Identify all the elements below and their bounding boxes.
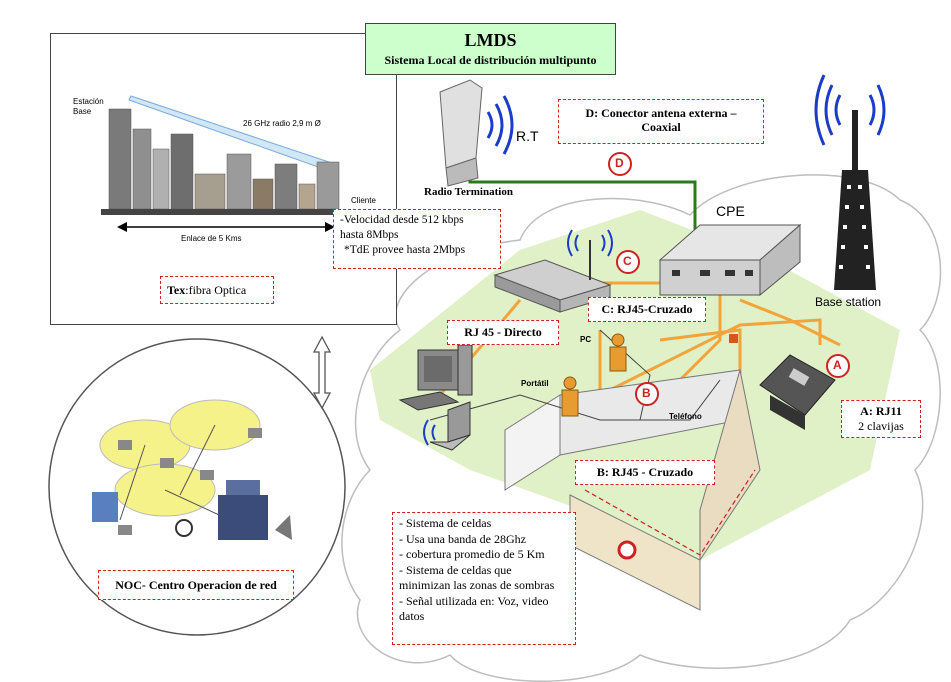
rj45-directo-box: RJ 45 - Directo <box>447 320 559 345</box>
radio-termination-icon <box>439 79 483 187</box>
station-label-2: Base <box>73 107 92 116</box>
person-figures-icon <box>561 333 627 417</box>
router-icon <box>493 240 612 313</box>
title-box: LMDS Sistema Local de distribución multi… <box>365 23 616 75</box>
feature-2: - Usa una banda de 28Ghz <box>399 531 526 546</box>
rj11-title: A: RJ11 <box>860 404 902 418</box>
features-box: - Sistema de celdas - Usa una banda de 2… <box>392 512 576 645</box>
feature-3: - cobertura promedio de 5 Km <box>399 547 545 561</box>
laptop-wifi-icon <box>423 419 436 446</box>
portatil-label: Portátil <box>521 379 549 388</box>
feature-1: - Sistema de celdas <box>399 516 492 530</box>
cpe-device-icon <box>658 223 802 297</box>
bidirectional-arrow-icon <box>312 335 332 410</box>
radio-termination-label: Radio Termination <box>424 186 513 198</box>
rj45-cruzado-c-box: C: RJ45-Cruzado <box>588 297 706 322</box>
title-sub: Sistema Local de distribución multipunto <box>384 53 597 67</box>
wifi-icon <box>567 229 613 257</box>
rt-signal-icon <box>486 95 514 155</box>
client-label: Cliente <box>351 196 376 205</box>
telefono-label: Teléfono <box>669 412 702 421</box>
marker-c: C <box>623 254 632 268</box>
link-label: Enlace de 5 Kms <box>181 234 242 243</box>
tex-label-rest: :fibra Optica <box>185 283 247 297</box>
wall-dashed-outline <box>584 469 756 556</box>
noc-network-illustration <box>92 399 292 540</box>
base-station-signal-icon <box>814 74 886 146</box>
speed-box: -Velocidad desde 512 kbps hasta 8Mbps *T… <box>333 209 501 269</box>
radio-label: 26 GHz radio 2,9 m Ø <box>243 119 321 128</box>
laptop-icon <box>429 401 471 451</box>
marker-a-circle <box>826 354 850 378</box>
feature-7: datos <box>399 609 425 623</box>
cable-rj45-cruzado-b <box>598 318 822 398</box>
rt-label: R.T <box>516 128 539 144</box>
pc-icon <box>398 344 473 411</box>
connector-d-box: D: Conector antena externa – Coaxial <box>558 99 764 144</box>
cable-telephone <box>659 328 742 380</box>
speed-line-3: *TdE provee hasta 2Mbps <box>344 244 466 256</box>
marker-d: D <box>615 156 624 170</box>
speed-line-2: hasta 8Mbps <box>340 229 399 241</box>
cable-rj11 <box>739 298 841 347</box>
wall-outlet-marker <box>617 540 637 560</box>
rj11-box: A: RJ11 2 clavijas <box>841 400 921 438</box>
tex-box: Tex:fibra Optica <box>160 276 274 304</box>
station-label-1: Estación <box>73 97 104 106</box>
pc-label: PC <box>580 335 592 344</box>
telephone-icon <box>759 354 836 430</box>
speed-line-1: -Velocidad desde 512 kbps <box>340 214 464 226</box>
city-skyline-illustration <box>101 95 341 232</box>
junction-square <box>729 334 738 343</box>
marker-d-circle <box>608 152 632 176</box>
rj11-sub: 2 clavijas <box>858 419 904 433</box>
feature-5: minimizan las zonas de sombras <box>399 578 555 592</box>
base-station-label: Base station <box>815 295 882 309</box>
feature-6: - Señal utilizada en: Voz, video <box>399 593 549 608</box>
markers-layer <box>608 152 850 560</box>
base-station-tower-icon <box>834 110 876 290</box>
noc-box: NOC- Centro Operacion de red <box>98 570 294 600</box>
top-panel: Estación Base 26 GHz radio 2,9 m Ø Clien… <box>50 33 397 325</box>
marker-b: B <box>642 386 651 400</box>
marker-b-circle <box>635 382 659 406</box>
rj45-cruzado-b-box: B: RJ45 - Cruzado <box>575 460 715 485</box>
feature-4: - Sistema de celdas que <box>399 562 512 577</box>
cpe-label: CPE <box>716 203 745 219</box>
tex-label-bold: Tex <box>167 283 186 297</box>
marker-a: A <box>833 358 842 372</box>
marker-c-circle <box>616 250 640 274</box>
title-main: LMDS <box>464 30 517 50</box>
